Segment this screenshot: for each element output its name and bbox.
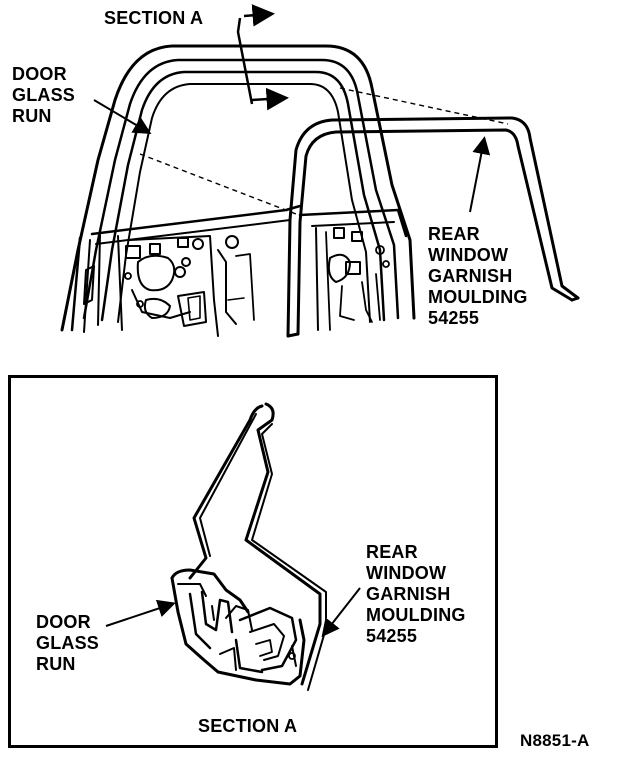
detail-rear-moulding-line-4: MOULDING (366, 605, 466, 625)
detail-door-glass-run-line-3: RUN (36, 654, 76, 674)
door-glass-run-label-detail: DOOR GLASS RUN (36, 612, 99, 675)
rear-moulding-line-4: MOULDING (428, 287, 528, 307)
rear-moulding-label-detail: REAR WINDOW GARNISH MOULDING 54255 (366, 542, 466, 647)
door-glass-run-frame (60, 44, 416, 332)
rear-moulding-label-main: REAR WINDOW GARNISH MOULDING 54255 (428, 224, 528, 329)
detail-rear-moulding-line-3: GARNISH (366, 584, 451, 604)
door-glass-run-line-1: DOOR (12, 64, 67, 84)
rear-moulding-line-3: GARNISH (428, 266, 513, 286)
leader-lines-main (93, 99, 491, 213)
rear-moulding-line-1: REAR (428, 224, 480, 244)
detail-rear-moulding-line-2: WINDOW (366, 563, 447, 583)
section-a-callout: SECTION A (104, 8, 204, 28)
rear-moulding-line-5: 54255 (428, 308, 480, 328)
section-a-indicator (236, 4, 289, 111)
section-a-frame (8, 375, 498, 748)
detail-door-glass-run-line-1: DOOR (36, 612, 91, 632)
leader-lines-detail (105, 587, 361, 638)
section-a-title: SECTION A (198, 716, 298, 736)
rear-moulding-line-2: WINDOW (428, 245, 509, 265)
alignment-dashes (139, 87, 509, 215)
detail-rear-moulding-line-1: REAR (366, 542, 418, 562)
figure-id: N8851-A (520, 731, 590, 750)
rear-window-garnish-moulding (286, 116, 580, 338)
door-glass-run-line-3: RUN (12, 106, 52, 126)
door-glass-run-line-2: GLASS (12, 85, 76, 105)
door-assembly (60, 44, 416, 337)
detail-rear-moulding-line-5: 54255 (366, 626, 418, 646)
door-glass-run-label-main: DOOR GLASS RUN (12, 64, 75, 127)
detail-door-glass-run-line-2: GLASS (36, 633, 100, 653)
